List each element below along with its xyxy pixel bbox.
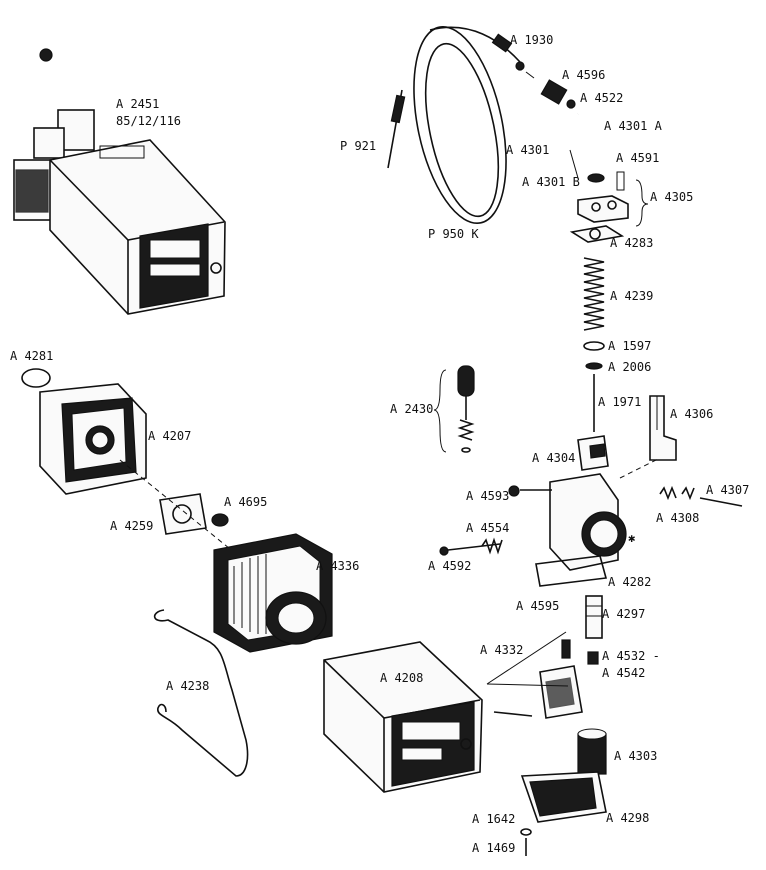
- label-a4297: A 4297: [602, 607, 645, 621]
- label-a1930: A 1930: [510, 33, 553, 47]
- label-a4695: A 4695: [224, 495, 267, 509]
- label-a4239: A 4239: [610, 289, 653, 303]
- label-a2451-ref: 85/12/116: [116, 114, 181, 128]
- label-a4301a: A 4301 A: [604, 119, 663, 133]
- label-a4542: A 4542: [602, 666, 645, 680]
- label-a4303: A 4303: [614, 749, 657, 763]
- label-a4281: A 4281: [10, 349, 53, 363]
- label-p950k: P 950 K: [428, 227, 479, 241]
- label-a1971: A 1971: [598, 395, 641, 409]
- label-a2430: A 2430: [390, 402, 433, 416]
- label-a4208: A 4208: [380, 671, 423, 685]
- label-a1469: A 1469: [472, 841, 515, 855]
- throttle-cable: [387, 25, 535, 225]
- label-a4596: A 4596: [562, 68, 605, 82]
- label-a1597: A 1597: [608, 339, 651, 353]
- label-a4306: A 4306: [670, 407, 713, 421]
- air-filter-housing-exploded: [21, 368, 319, 621]
- label-a4592: A 4592: [428, 559, 471, 573]
- label-a4593: A 4593: [466, 489, 509, 503]
- label-a4304: A 4304: [532, 451, 575, 465]
- label-a4307: A 4307: [706, 483, 749, 497]
- label-a2006: A 2006: [608, 360, 651, 374]
- label-a4238: A 4238: [166, 679, 209, 693]
- label-a4554: A 4554: [466, 521, 509, 535]
- label-a4336: A 4336: [316, 559, 359, 573]
- label-a4301b: A 4301 B: [522, 175, 580, 189]
- label-a4532: A 4532 -: [602, 649, 660, 663]
- label-a4259: A 4259: [110, 519, 153, 533]
- label-a2451: A 2451: [116, 97, 159, 111]
- cold-start-plunger: [433, 365, 475, 453]
- assembled-carburettor-unit: [13, 48, 226, 315]
- label-a4298: A 4298: [606, 811, 649, 825]
- label-a4301: A 4301: [506, 143, 549, 157]
- label-a4282: A 4282: [608, 575, 651, 589]
- label-a4595: A 4595: [516, 599, 559, 613]
- label-a4591: A 4591: [616, 151, 659, 165]
- svg-text:✱: ✱: [628, 531, 635, 545]
- carburettor-exploded-column: ✱: [439, 79, 743, 856]
- filter-element: [213, 533, 333, 653]
- label-a1642: A 1642: [472, 812, 515, 826]
- filter-box-cover: [323, 641, 483, 793]
- label-a4207: A 4207: [148, 429, 191, 443]
- label-a4283: A 4283: [610, 236, 653, 250]
- label-p921: P 921: [340, 139, 376, 153]
- retaining-wire-clip: [153, 609, 249, 777]
- label-a4308: A 4308: [656, 511, 699, 525]
- label-a4522: A 4522: [580, 91, 623, 105]
- label-a4332: A 4332: [480, 643, 523, 657]
- label-a4305: A 4305: [650, 190, 693, 204]
